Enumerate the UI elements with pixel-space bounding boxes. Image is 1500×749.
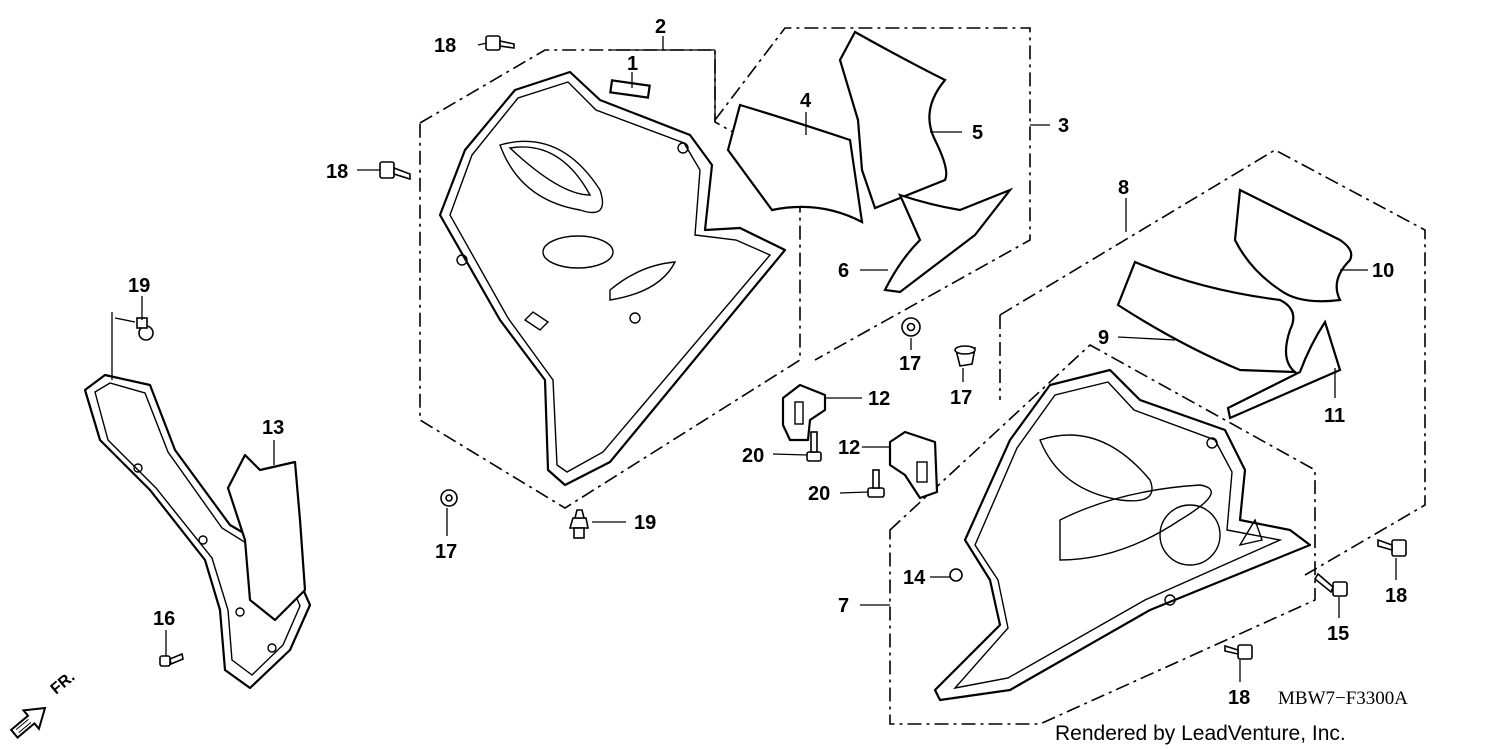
screw-part-18-bottom[interactable]	[1224, 644, 1253, 660]
screw-part-18-left[interactable]	[379, 161, 411, 181]
screw-part-18-right[interactable]	[1377, 538, 1407, 557]
callout-19-center: 19	[634, 512, 656, 534]
clip-part-19-left[interactable]	[136, 317, 154, 341]
callout-18-left: 18	[326, 161, 348, 183]
credit-text: Rendered by LeadVenture, Inc.	[1055, 722, 1346, 745]
assembly-frame-lower-8	[999, 149, 1426, 576]
grommet-part-17-right[interactable]	[954, 345, 976, 367]
assembly-frame-pads-3	[714, 27, 1031, 361]
front-direction-arrow-icon	[9, 706, 47, 739]
bracket-part-12-lower[interactable]	[888, 430, 939, 500]
callout-8: 8	[1118, 177, 1129, 199]
callout-7: 7	[838, 595, 849, 617]
callout-1: 1	[627, 53, 638, 75]
bolt-part-20-lower[interactable]	[867, 469, 885, 498]
callout-12-lower: 12	[838, 437, 860, 459]
bolt-part-20-upper[interactable]	[806, 431, 822, 462]
callout-13: 13	[262, 417, 284, 439]
callout-6: 6	[838, 260, 849, 282]
diagram-code: MBW7−F3300A	[1278, 688, 1408, 709]
callout-16: 16	[153, 608, 175, 630]
screw-part-18-top[interactable]	[485, 35, 515, 51]
callout-2: 2	[655, 16, 666, 38]
callout-20-upper: 20	[742, 445, 764, 467]
leader-lines	[111, 36, 1397, 682]
grommet-part-17-mid[interactable]	[901, 317, 921, 337]
callout-18-bottom: 18	[1228, 687, 1250, 709]
callout-19-left: 19	[128, 275, 150, 297]
pad-part-5[interactable]	[838, 30, 948, 210]
pad-part-4[interactable]	[726, 103, 864, 224]
callout-12-upper: 12	[868, 388, 890, 410]
pad-part-11[interactable]	[1226, 319, 1342, 420]
callout-5: 5	[972, 122, 983, 144]
screw-part-16[interactable]	[159, 652, 184, 667]
screw-part-15[interactable]	[1313, 572, 1348, 597]
pad-part-9[interactable]	[1116, 260, 1299, 374]
callout-18-top: 18	[434, 35, 456, 57]
callout-11: 11	[1324, 405, 1345, 427]
bracket-part-12-upper[interactable]	[781, 383, 827, 442]
callout-20-lower: 20	[808, 483, 830, 505]
middle-cowl-part-2[interactable]	[438, 70, 787, 487]
callout-3: 3	[1058, 115, 1069, 137]
callout-15: 15	[1327, 623, 1349, 645]
callout-17-right: 17	[950, 387, 972, 409]
callout-14: 14	[903, 567, 926, 589]
callout-9: 9	[1098, 327, 1109, 349]
nut-part-14[interactable]	[949, 568, 963, 582]
front-direction-label: FR.	[48, 668, 79, 698]
callout-17-left: 17	[435, 541, 457, 563]
inner-cover-part-13[interactable]	[226, 453, 307, 622]
pad-part-10[interactable]	[1233, 188, 1353, 303]
assembly-frame-lower-7	[889, 344, 1316, 725]
inner-cover-left[interactable]	[83, 373, 312, 690]
lower-cowl-part-7[interactable]	[933, 368, 1312, 702]
emblem-part-1[interactable]	[609, 79, 651, 99]
pad-part-6[interactable]	[883, 187, 1014, 294]
callout-4: 4	[800, 90, 812, 112]
clip-part-19-center[interactable]	[568, 509, 589, 539]
callout-10: 10	[1372, 260, 1394, 282]
assembly-frame-upper	[419, 49, 801, 509]
grommet-part-17-left[interactable]	[440, 489, 458, 507]
callout-17-mid: 17	[899, 353, 921, 375]
callout-18-right: 18	[1385, 585, 1407, 607]
